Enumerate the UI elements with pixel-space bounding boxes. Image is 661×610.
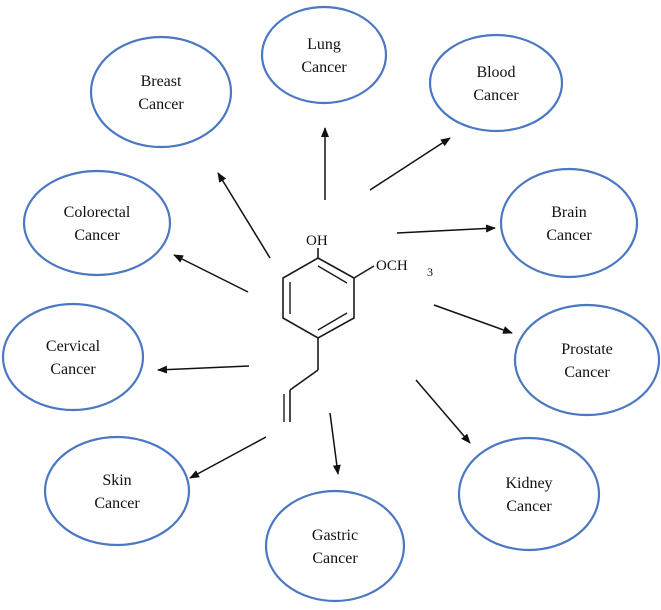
lung-label-line2: Cancer <box>301 59 347 76</box>
arrow-to-kidney <box>415 379 471 444</box>
kidney-label-line1: Kidney <box>505 475 552 492</box>
blood-label-line2: Cancer <box>473 87 519 104</box>
methoxy-bond <box>353 265 375 279</box>
allyl-bond <box>289 369 319 391</box>
brain-label-line2: Cancer <box>546 227 592 244</box>
blood-label-line1: Blood <box>476 64 515 81</box>
arrow-to-gastric <box>329 412 341 475</box>
kidney-label-line2: Cancer <box>506 498 552 515</box>
colorectal-label-line1: Colorectal <box>64 204 131 221</box>
benzene-ring <box>282 257 355 339</box>
arrow-to-cervical <box>157 365 250 374</box>
colorectal-ellipse <box>22 169 172 277</box>
cervical-label-line2: Cancer <box>50 361 96 378</box>
lung-label-line1: Lung <box>307 36 341 53</box>
blood-ellipse <box>428 33 564 133</box>
gastric-ellipse <box>264 489 406 603</box>
breast-label-line1: Breast <box>141 73 182 90</box>
brain-label-line1: Brain <box>551 204 587 221</box>
cervical-label-line1: Cervical <box>46 338 101 355</box>
skin-ellipse <box>43 435 191 547</box>
prostate-label-line1: Prostate <box>561 341 613 358</box>
breast-label-line2: Cancer <box>138 96 184 113</box>
colorectal-label-line2: Cancer <box>74 227 120 244</box>
gastric-label-line1: Gastric <box>312 527 358 544</box>
gastric-label-line2: Cancer <box>312 550 358 567</box>
arrow-to-skin <box>189 436 267 479</box>
arrow-to-blood <box>369 137 451 191</box>
methoxy-subscript: 3 <box>427 265 433 279</box>
hydroxyl-label: OH <box>306 233 328 249</box>
skin-label-line1: Skin <box>102 472 131 489</box>
cervical-ellipse <box>1 302 145 412</box>
arrow-to-brain <box>396 224 496 234</box>
arrows <box>157 127 513 479</box>
double-bond <box>317 312 348 331</box>
molecule-structure: OH OCH 3 <box>282 233 433 422</box>
double-bond <box>317 265 348 284</box>
lung-ellipse <box>260 5 388 105</box>
kidney-ellipse <box>457 436 601 552</box>
prostate-label-line2: Cancer <box>564 364 610 381</box>
prostate-ellipse <box>513 303 661 417</box>
breast-ellipse <box>89 35 233 149</box>
methoxy-label: OCH <box>376 258 408 274</box>
brain-ellipse <box>499 167 639 279</box>
arrow-to-breast <box>217 172 271 259</box>
arrow-to-colorectal <box>173 254 249 293</box>
skin-label-line2: Cancer <box>94 495 140 512</box>
arrow-to-prostate <box>433 304 513 334</box>
